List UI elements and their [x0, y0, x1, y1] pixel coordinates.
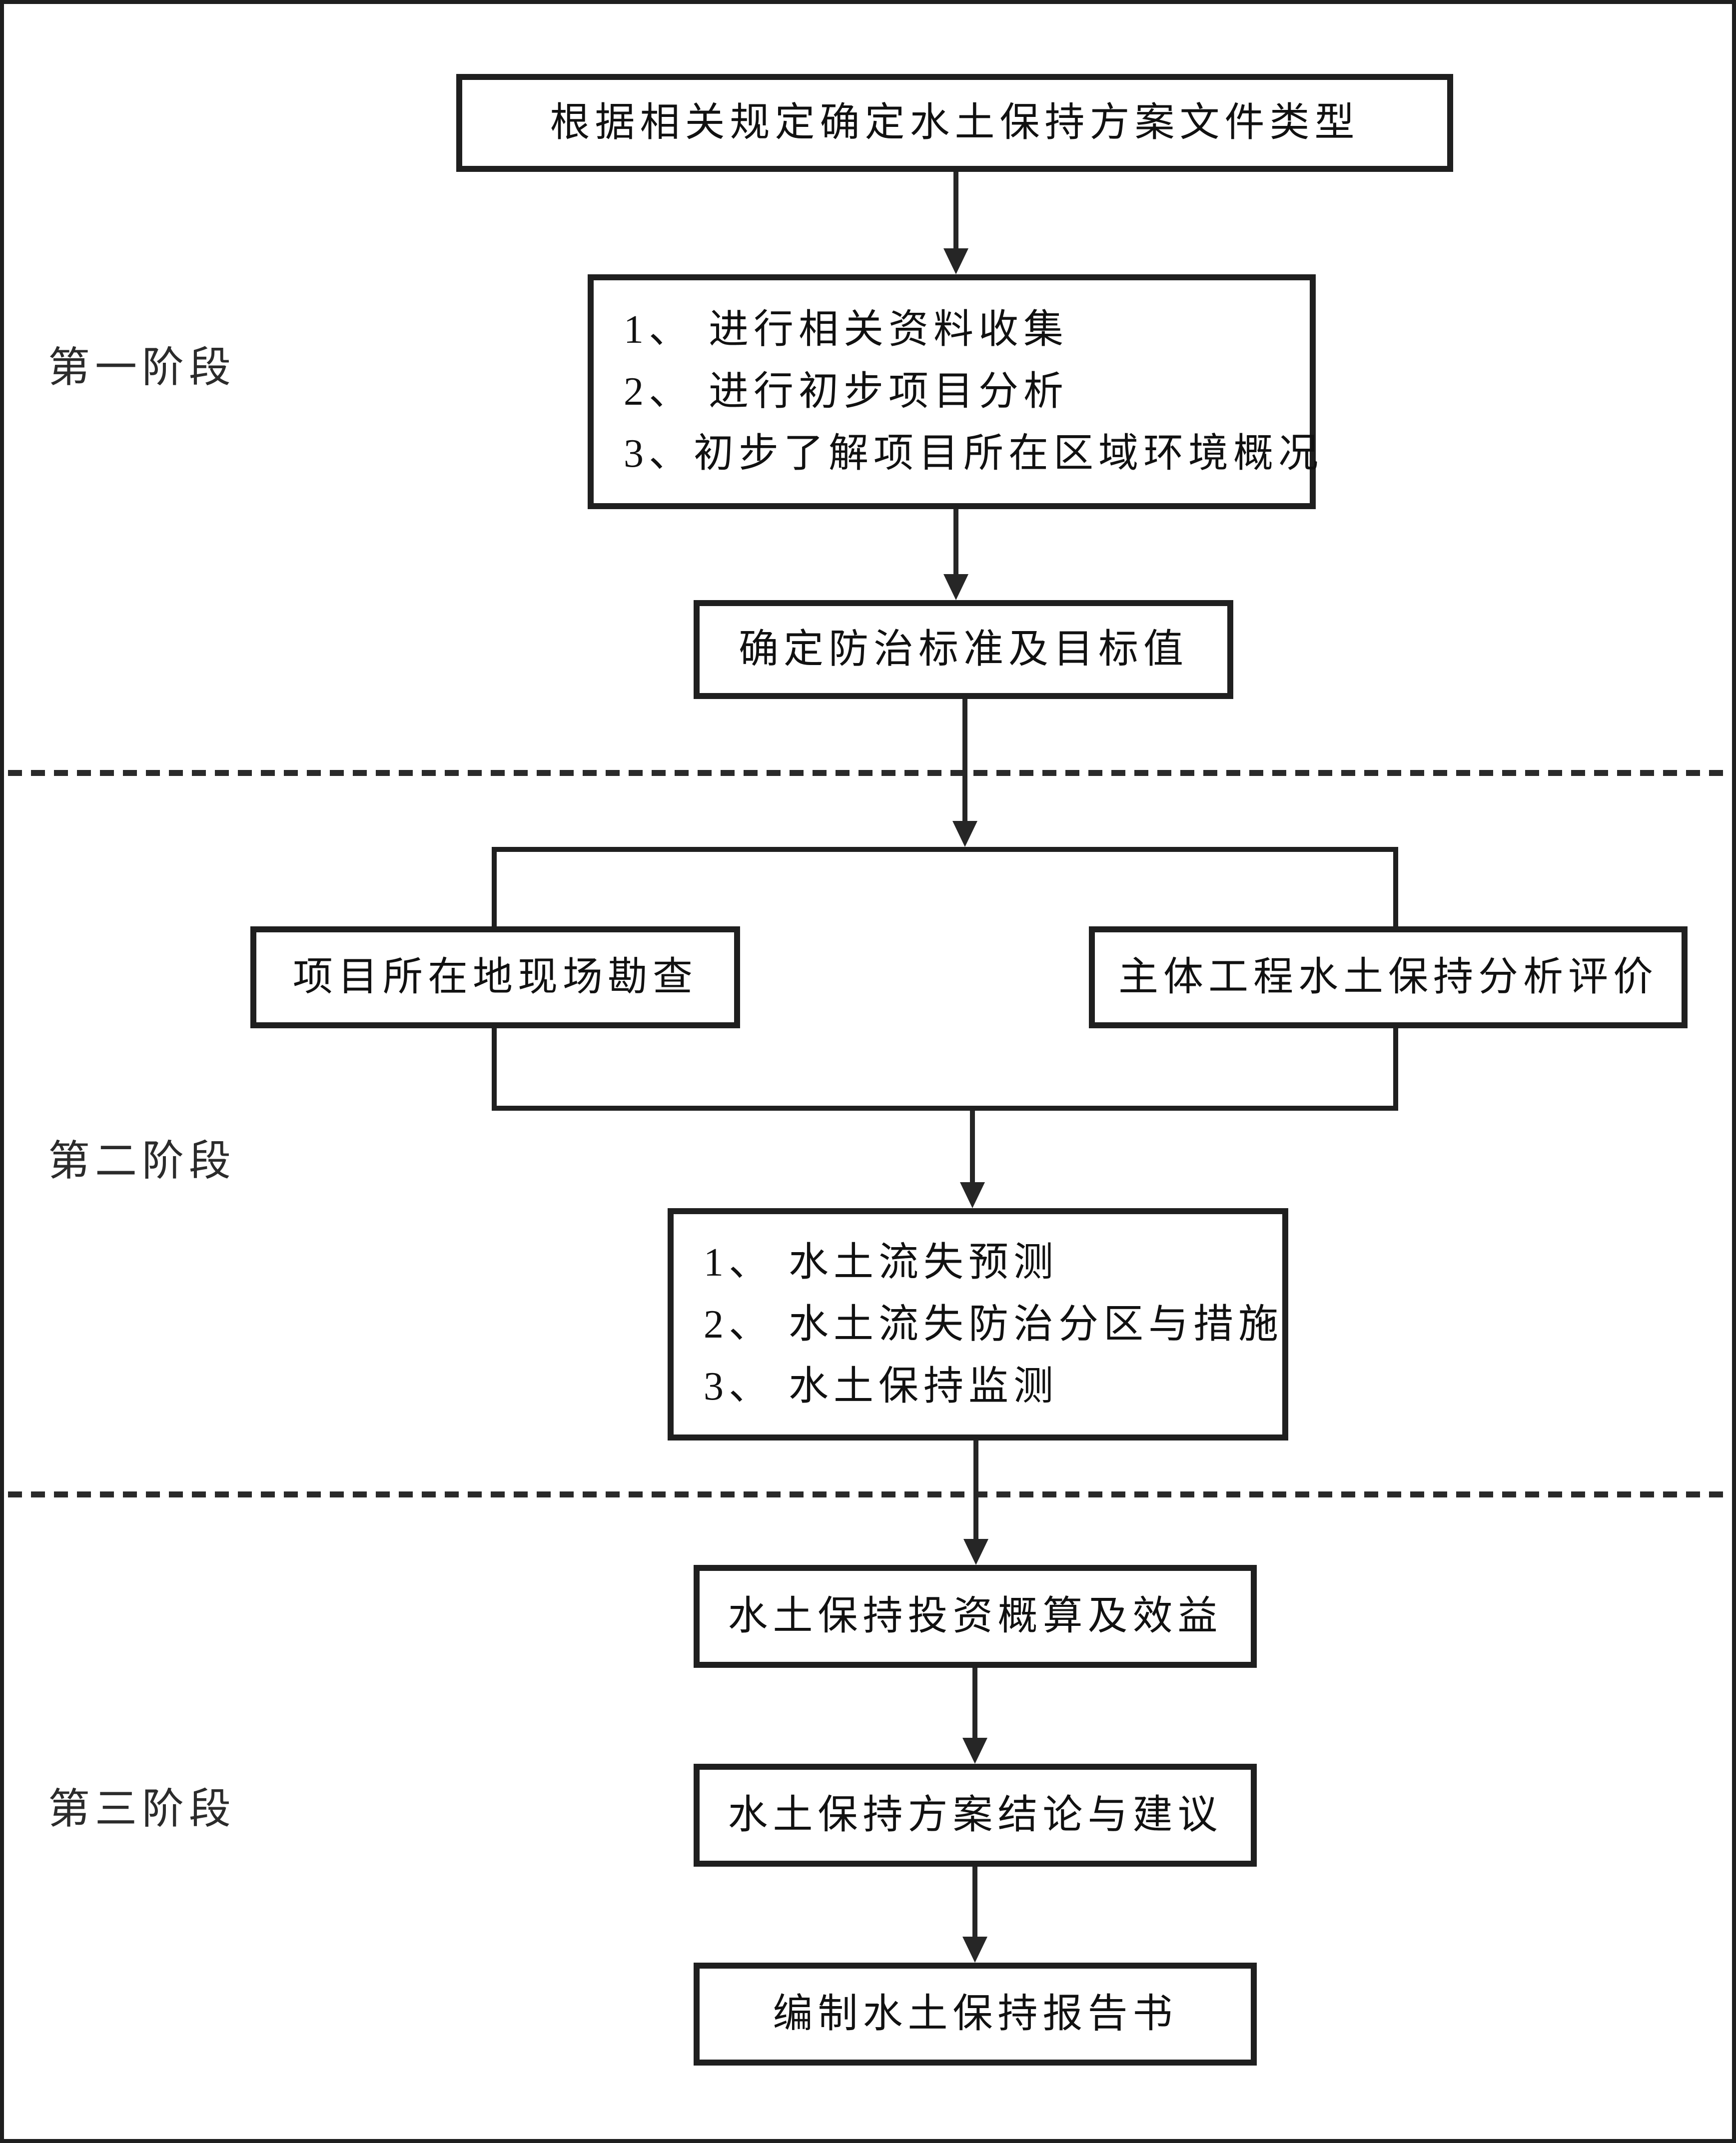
task-item: 1、 进行相关资料收集 [624, 308, 1068, 352]
connector-line [970, 1111, 975, 1182]
stage-label-3: 第三阶段 [48, 1786, 236, 1833]
task-item: 2、 水土流失防治分区与措施 [704, 1302, 1283, 1347]
connector-line [953, 172, 958, 248]
task-item: 3、初步了解项目所在区域环境概况 [624, 432, 1323, 476]
arrow-down-icon [962, 1937, 987, 1963]
flow-box-label: 项目所在地现场勘查 [293, 955, 698, 999]
task-item: 1、 水土流失预测 [704, 1240, 1058, 1285]
flow-box-label: 水土保持投资概算及效益 [728, 1594, 1223, 1638]
flow-box-file-type: 根据相关规定确定水土保持方案文件类型 [456, 74, 1453, 172]
arrow-down-icon [943, 574, 968, 600]
flow-box-main-project-eval: 主体工程水土保持分析评价 [1089, 926, 1688, 1028]
flow-box-report: 编制水土保持报告书 [694, 1963, 1257, 2066]
flow-box-label: 编制水土保持报告书 [773, 1992, 1178, 2036]
connector-line [953, 509, 958, 574]
connector-line [962, 699, 967, 821]
arrow-down-icon [962, 1738, 987, 1764]
flow-box-stage1-tasks: 1、 进行相关资料收集 2、 进行初步项目分析 3、初步了解项目所在区域环境概况 [588, 274, 1318, 509]
arrow-down-icon [943, 248, 968, 274]
flow-box-site-survey: 项目所在地现场勘查 [250, 926, 740, 1028]
connector-line [972, 1867, 977, 1937]
connector-line [972, 1668, 977, 1738]
arrow-down-icon [963, 1539, 988, 1565]
flow-box-label: 水土保持方案结论与建议 [728, 1793, 1223, 1837]
flow-box-conclusion: 水土保持方案结论与建议 [694, 1764, 1257, 1867]
arrow-down-icon [952, 821, 977, 847]
stage-divider-2 [8, 1491, 1728, 1497]
connector-line [973, 1440, 978, 1539]
stage-label-2: 第二阶段 [48, 1138, 236, 1185]
task-item: 2、 进行初步项目分析 [624, 370, 1068, 414]
flow-box-stage2-tasks: 1、 水土流失预测 2、 水土流失防治分区与措施 3、 水土保持监测 [668, 1208, 1288, 1440]
flow-box-investment: 水土保持投资概算及效益 [694, 1565, 1257, 1668]
stage-label-1: 第一阶段 [48, 345, 236, 391]
stage-divider-1 [8, 770, 1728, 776]
flow-box-label: 根据相关规定确定水土保持方案文件类型 [550, 101, 1360, 145]
flow-box-standard: 确定防治标准及目标值 [694, 600, 1233, 699]
flow-box-label: 主体工程水土保持分析评价 [1118, 955, 1658, 999]
task-item: 3、 水土保持监测 [704, 1364, 1058, 1409]
arrow-down-icon [960, 1182, 985, 1208]
flow-box-label: 确定防治标准及目标值 [739, 628, 1188, 672]
